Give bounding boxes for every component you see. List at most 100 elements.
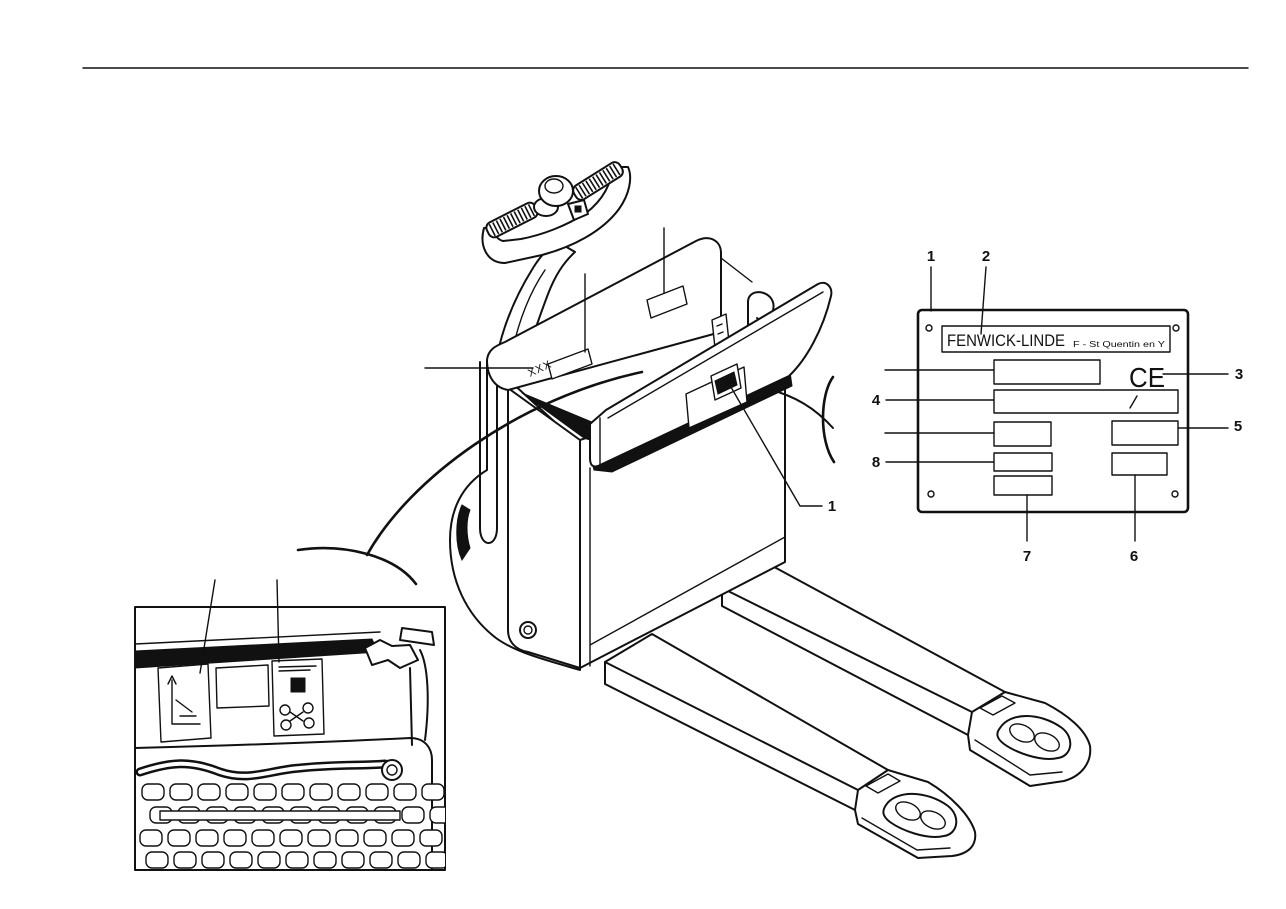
front-fork-roller — [895, 801, 921, 821]
battery-cell — [337, 783, 361, 801]
plate-field — [1111, 452, 1168, 476]
battery-cell — [139, 829, 163, 847]
battery-cell — [229, 851, 253, 869]
pallet-truck: XXX 1 — [424, 161, 1092, 859]
back-panel-label — [547, 348, 593, 380]
plate-rivet — [1171, 490, 1179, 498]
detail-arc — [821, 375, 836, 464]
front-fork-pad — [865, 773, 901, 794]
lid-label-print — [714, 371, 738, 395]
plate-rivet — [1172, 324, 1180, 332]
inset-label-left-pictogram — [167, 675, 201, 725]
plate-field — [993, 359, 1101, 385]
tiller-button-inner — [574, 205, 582, 213]
inset-label-right-symbol — [280, 719, 292, 731]
tiller-guard-tube — [479, 361, 498, 544]
battery-lid-rim — [599, 291, 824, 465]
ce-mark: CE — [1129, 362, 1165, 393]
inset-label-right-symbol — [303, 717, 315, 729]
battery-cell — [195, 829, 219, 847]
plate-leader — [980, 266, 987, 335]
battery-cell — [223, 829, 247, 847]
plate-field — [1111, 420, 1179, 446]
battery-cell — [251, 829, 275, 847]
plate-location: F - St Quentin en Y — [1073, 340, 1166, 349]
battery-cell — [281, 783, 305, 801]
battery-cell — [309, 783, 333, 801]
battery-cell — [201, 851, 225, 869]
right-grip — [572, 161, 624, 201]
inset-blank-plate — [215, 664, 270, 709]
plate-callout-8: 8 — [872, 454, 880, 471]
battery-cells — [139, 783, 445, 869]
battery-cable-highlight — [138, 761, 387, 778]
inset-label-right-lines — [278, 665, 317, 672]
inset-label-right — [271, 658, 325, 737]
identification-plate: FENWICK-LINDE F - St Quentin en Y CE 1 2… — [872, 248, 1243, 565]
tiller-head-knob-inner — [544, 178, 564, 194]
battery-lid — [589, 281, 833, 468]
battery-cell — [369, 851, 393, 869]
inset-wall-edge — [135, 631, 381, 645]
truck-callout: 1 — [828, 498, 836, 515]
battery-cell — [363, 829, 387, 847]
front-fork — [604, 633, 977, 859]
left-grip — [485, 201, 539, 239]
battery-cell — [173, 851, 197, 869]
battery-cell — [429, 806, 445, 824]
inset-label-left — [157, 663, 212, 743]
plate-callout-3: 3 — [1235, 366, 1243, 383]
battery-cell — [391, 829, 415, 847]
battery-cell — [341, 851, 365, 869]
rear-fork-pad — [979, 695, 1016, 716]
battery-cell — [197, 783, 221, 801]
plate-callout-1: 1 — [927, 248, 935, 265]
front-fork-edge — [604, 661, 889, 811]
plate-field-slash — [1129, 395, 1138, 409]
plate-callout-4: 4 — [872, 392, 881, 409]
battery-connector-inner — [386, 764, 398, 776]
plate-callout-5: 5 — [1234, 418, 1242, 435]
inset-label-right-symbol — [279, 704, 291, 716]
key-lock-inner — [523, 625, 533, 635]
rear-fork-roller — [1034, 732, 1060, 752]
battery-connector — [381, 759, 403, 781]
body-front-face — [507, 387, 581, 669]
battery-cell — [393, 783, 417, 801]
plate-callout-7: 7 — [1023, 548, 1031, 565]
tiller — [481, 161, 632, 357]
battery-cell — [279, 829, 303, 847]
rear-fork-roller — [1009, 723, 1035, 743]
battery-cell — [425, 851, 445, 869]
rear-fork-edge — [721, 587, 1006, 736]
battery-cell — [307, 829, 331, 847]
battery-cell — [421, 783, 445, 801]
battery-cell — [335, 829, 359, 847]
battery-back-panel — [486, 237, 722, 391]
inset-latch — [364, 639, 419, 669]
tiller-head-knob — [538, 175, 574, 207]
plate-field — [993, 421, 1052, 447]
plate-brand: FENWICK-LINDE — [947, 331, 1065, 350]
battery-inset — [134, 579, 446, 871]
rear-fork — [721, 561, 1092, 787]
battery-cell — [141, 783, 165, 801]
key-lock — [519, 621, 537, 639]
plate-rivet — [925, 324, 933, 332]
front-fork-roller — [920, 810, 946, 830]
battery-cell — [225, 783, 249, 801]
leader-line — [276, 579, 280, 663]
inset-lid-frame — [409, 649, 429, 746]
battery-cell — [253, 783, 277, 801]
leader-line — [727, 381, 823, 507]
back-panel-label — [646, 285, 688, 319]
detail-arc — [296, 546, 418, 586]
detail-arc — [365, 370, 644, 557]
plate-field — [993, 475, 1053, 496]
leader-line — [199, 579, 216, 674]
battery-tray-rim — [135, 737, 433, 870]
inset-label-right-cube — [290, 677, 306, 693]
battery-cell — [397, 851, 421, 869]
battery-strap — [159, 810, 401, 821]
